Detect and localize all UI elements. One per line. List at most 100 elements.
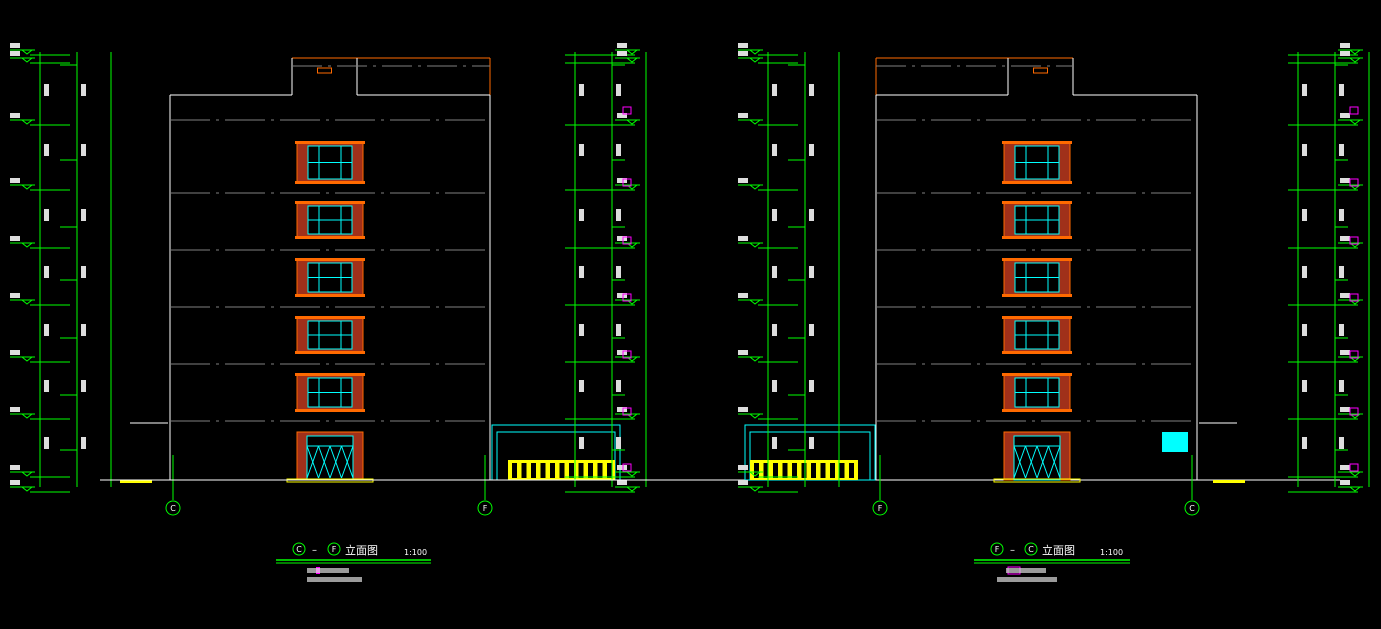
roof-vent [317,67,332,74]
dim-text [1302,266,1307,278]
level-text [738,43,748,48]
level-text [617,407,627,412]
window-sill [295,141,365,144]
level-text [617,113,627,118]
level-text [617,178,627,183]
level-text [738,407,748,412]
note-line [307,577,362,582]
door-swing-line [329,445,342,479]
railing-gap [512,463,517,478]
floor-tag [622,178,632,187]
level-text [1340,465,1350,470]
level-marker-icon [749,413,761,419]
window-sill [1002,258,1072,261]
axis-bubble [1184,500,1200,516]
level-text [10,407,20,412]
axis-label: F [878,504,883,513]
railing-gap [588,463,593,478]
level-marker-icon [21,471,33,477]
door-swing-line [1036,445,1049,479]
dim-text [579,437,584,449]
axis-bubble [165,500,181,516]
dim-text [809,209,814,221]
level-text [10,236,20,241]
window-sill [1002,316,1072,319]
level-marker-icon [626,57,638,63]
dim-text [809,84,814,96]
floor-tag [1349,407,1359,416]
dim-text [1339,380,1344,392]
level-marker-icon [21,119,33,125]
axis-label: C [170,504,176,513]
note-line [307,568,349,573]
dim-text [44,266,49,278]
level-text [1340,350,1350,355]
dim-text [616,437,621,449]
dim-text [579,380,584,392]
dim-text [81,266,86,278]
dim-text [1302,380,1307,392]
dim-text [579,266,584,278]
step [120,480,152,483]
dim-text [772,209,777,221]
dim-text [616,324,621,336]
level-text [617,51,627,56]
dim-text [616,266,621,278]
axis-label: F [483,504,488,513]
level-text [10,113,20,118]
dim-text [616,380,621,392]
level-text [1340,236,1350,241]
dim-text [81,209,86,221]
railing-gap [811,463,816,478]
wall-sign [1162,432,1188,452]
dim-text [772,266,777,278]
railing-gap [754,463,759,478]
level-text [738,236,748,241]
railing-gap [830,463,835,478]
title-dash: – [312,545,317,556]
level-marker-icon [21,57,33,63]
door-swing-line [1025,445,1038,479]
dim-text [44,84,49,96]
railing-gap [782,463,788,478]
railing-gap [820,463,826,478]
axis-label: C [296,545,302,554]
dim-text [1302,144,1307,156]
level-marker-icon [21,49,33,55]
level-text [617,480,627,485]
level-text [10,43,20,48]
level-marker-icon [749,299,761,305]
level-text [617,350,627,355]
level-text [617,236,627,241]
railing-gap [550,463,555,478]
railing-gap [559,463,565,478]
drawing-title: 立面图 [345,543,378,557]
door-swing-line [318,445,331,479]
axis-bubble [872,500,888,516]
door-swing-line [341,445,354,479]
floor-tag [622,293,632,302]
railing-gap [578,463,584,478]
dim-text [579,144,584,156]
door-swing-line [1013,445,1026,479]
dim-text [44,437,49,449]
dim-text [616,209,621,221]
dim-text [81,84,86,96]
level-text [1340,43,1350,48]
level-marker-icon [21,486,33,492]
railing-gap [597,463,603,478]
window-sill [295,316,365,319]
level-text [738,480,748,485]
level-text [738,51,748,56]
level-text [1340,113,1350,118]
level-text [10,293,20,298]
floor-tag [1349,463,1359,472]
dim-text [44,144,49,156]
floor-tag [622,463,632,472]
level-marker-icon [626,486,638,492]
axis-bubble [1024,542,1038,556]
level-marker-icon [749,49,761,55]
level-marker-icon [626,471,638,477]
level-text [10,350,20,355]
